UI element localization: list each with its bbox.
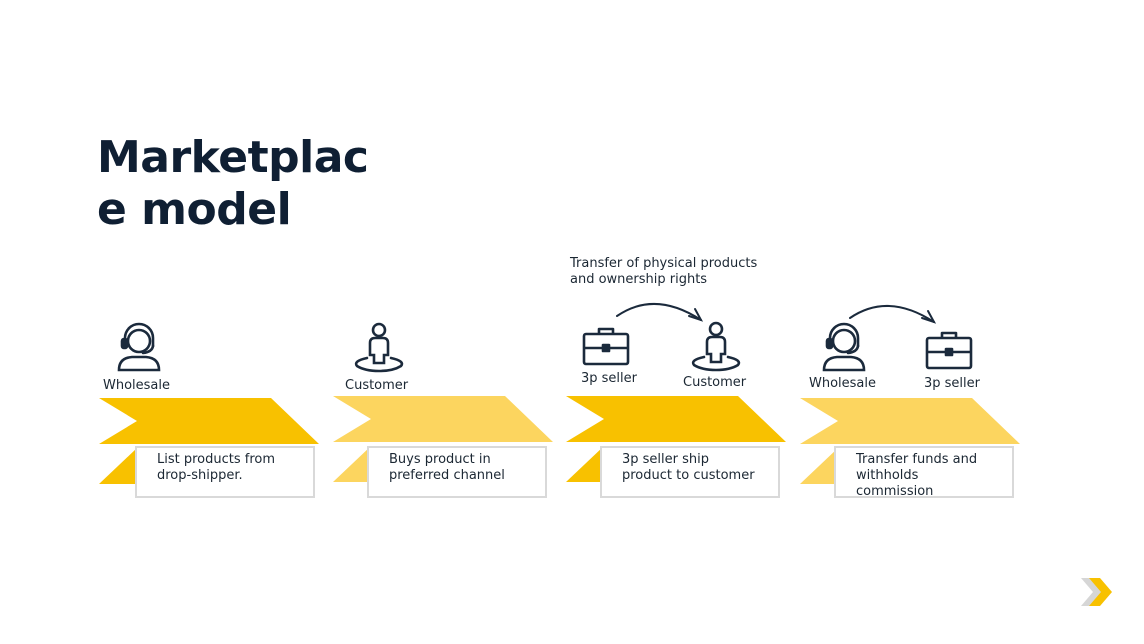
step-1-actor-wholesale: Wholesale bbox=[103, 378, 171, 393]
headset-icon bbox=[822, 322, 866, 372]
briefcase-icon bbox=[582, 327, 630, 366]
transfer-note: Transfer of physical products and owners… bbox=[570, 256, 757, 288]
step-3-text-line-2: product to customer bbox=[622, 468, 755, 483]
page-title: Marketplac e model bbox=[97, 132, 369, 236]
step-3-box bbox=[600, 446, 780, 498]
step-2-text: Buys product in preferred channel bbox=[389, 452, 505, 484]
step-4-text-line-1: Transfer funds and bbox=[856, 452, 978, 467]
step-1-text-line-1: List products from bbox=[157, 452, 276, 467]
step-4-actor-3p-seller: 3p seller bbox=[924, 376, 980, 391]
title-line-2: e model bbox=[97, 184, 292, 235]
step-4-actor-wholesale: Wholesale bbox=[809, 376, 877, 391]
title-line-1: Marketplac bbox=[97, 132, 369, 183]
step-2-text-line-1: Buys product in bbox=[389, 452, 491, 467]
person-icon bbox=[691, 321, 741, 372]
step-3-actor-customer: Customer bbox=[683, 375, 747, 390]
headset-icon bbox=[117, 322, 161, 372]
step-2-text-line-2: preferred channel bbox=[389, 468, 505, 483]
step-4-box bbox=[834, 446, 1014, 498]
step-3-text: 3p seller ship product to customer bbox=[622, 452, 755, 484]
step-3-text-line-1: 3p seller ship bbox=[622, 452, 710, 467]
step-4-text-line-2: withholds bbox=[856, 468, 919, 483]
briefcase-icon bbox=[925, 331, 973, 370]
brand-logo-icon bbox=[1081, 578, 1112, 606]
step-2-box bbox=[367, 446, 547, 498]
curved-arrow-icon bbox=[849, 305, 937, 324]
step-1-text: List products from drop-shipper. bbox=[157, 452, 275, 484]
step-4-text-line-3: commission bbox=[856, 484, 934, 499]
step-3-actor-3p-seller: 3p seller bbox=[581, 371, 637, 386]
step-2-actor-customer: Customer bbox=[345, 378, 409, 393]
curved-arrow-icon bbox=[616, 303, 704, 322]
person-icon bbox=[354, 322, 404, 373]
step-1-box bbox=[135, 446, 315, 498]
transfer-note-line-2: and ownership rights bbox=[570, 272, 708, 287]
transfer-note-line-1: Transfer of physical products bbox=[570, 256, 758, 271]
step-4-text: Transfer funds and withholds commission bbox=[856, 452, 977, 500]
step-1-text-line-2: drop-shipper. bbox=[157, 468, 243, 483]
